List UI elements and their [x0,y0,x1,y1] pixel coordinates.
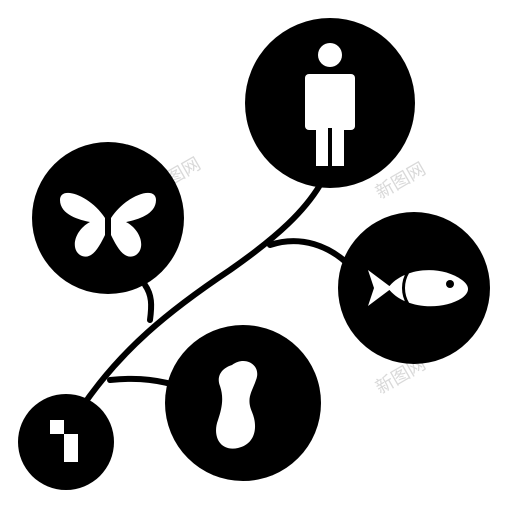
butterfly-icon [60,192,156,257]
node-human [245,18,415,188]
fish-icon [368,270,468,307]
human-figure-icon [305,43,355,166]
main-branch [77,182,323,413]
bacterium-branch [107,375,178,388]
node-bacterium [165,325,321,481]
node-fish [338,212,490,364]
bacterium-icon [216,360,258,449]
node-cells [18,394,114,490]
butterfly-branch [142,282,155,323]
fish-branch [267,238,355,271]
cell-squares-icon [50,420,78,462]
node-butterfly [32,142,184,294]
